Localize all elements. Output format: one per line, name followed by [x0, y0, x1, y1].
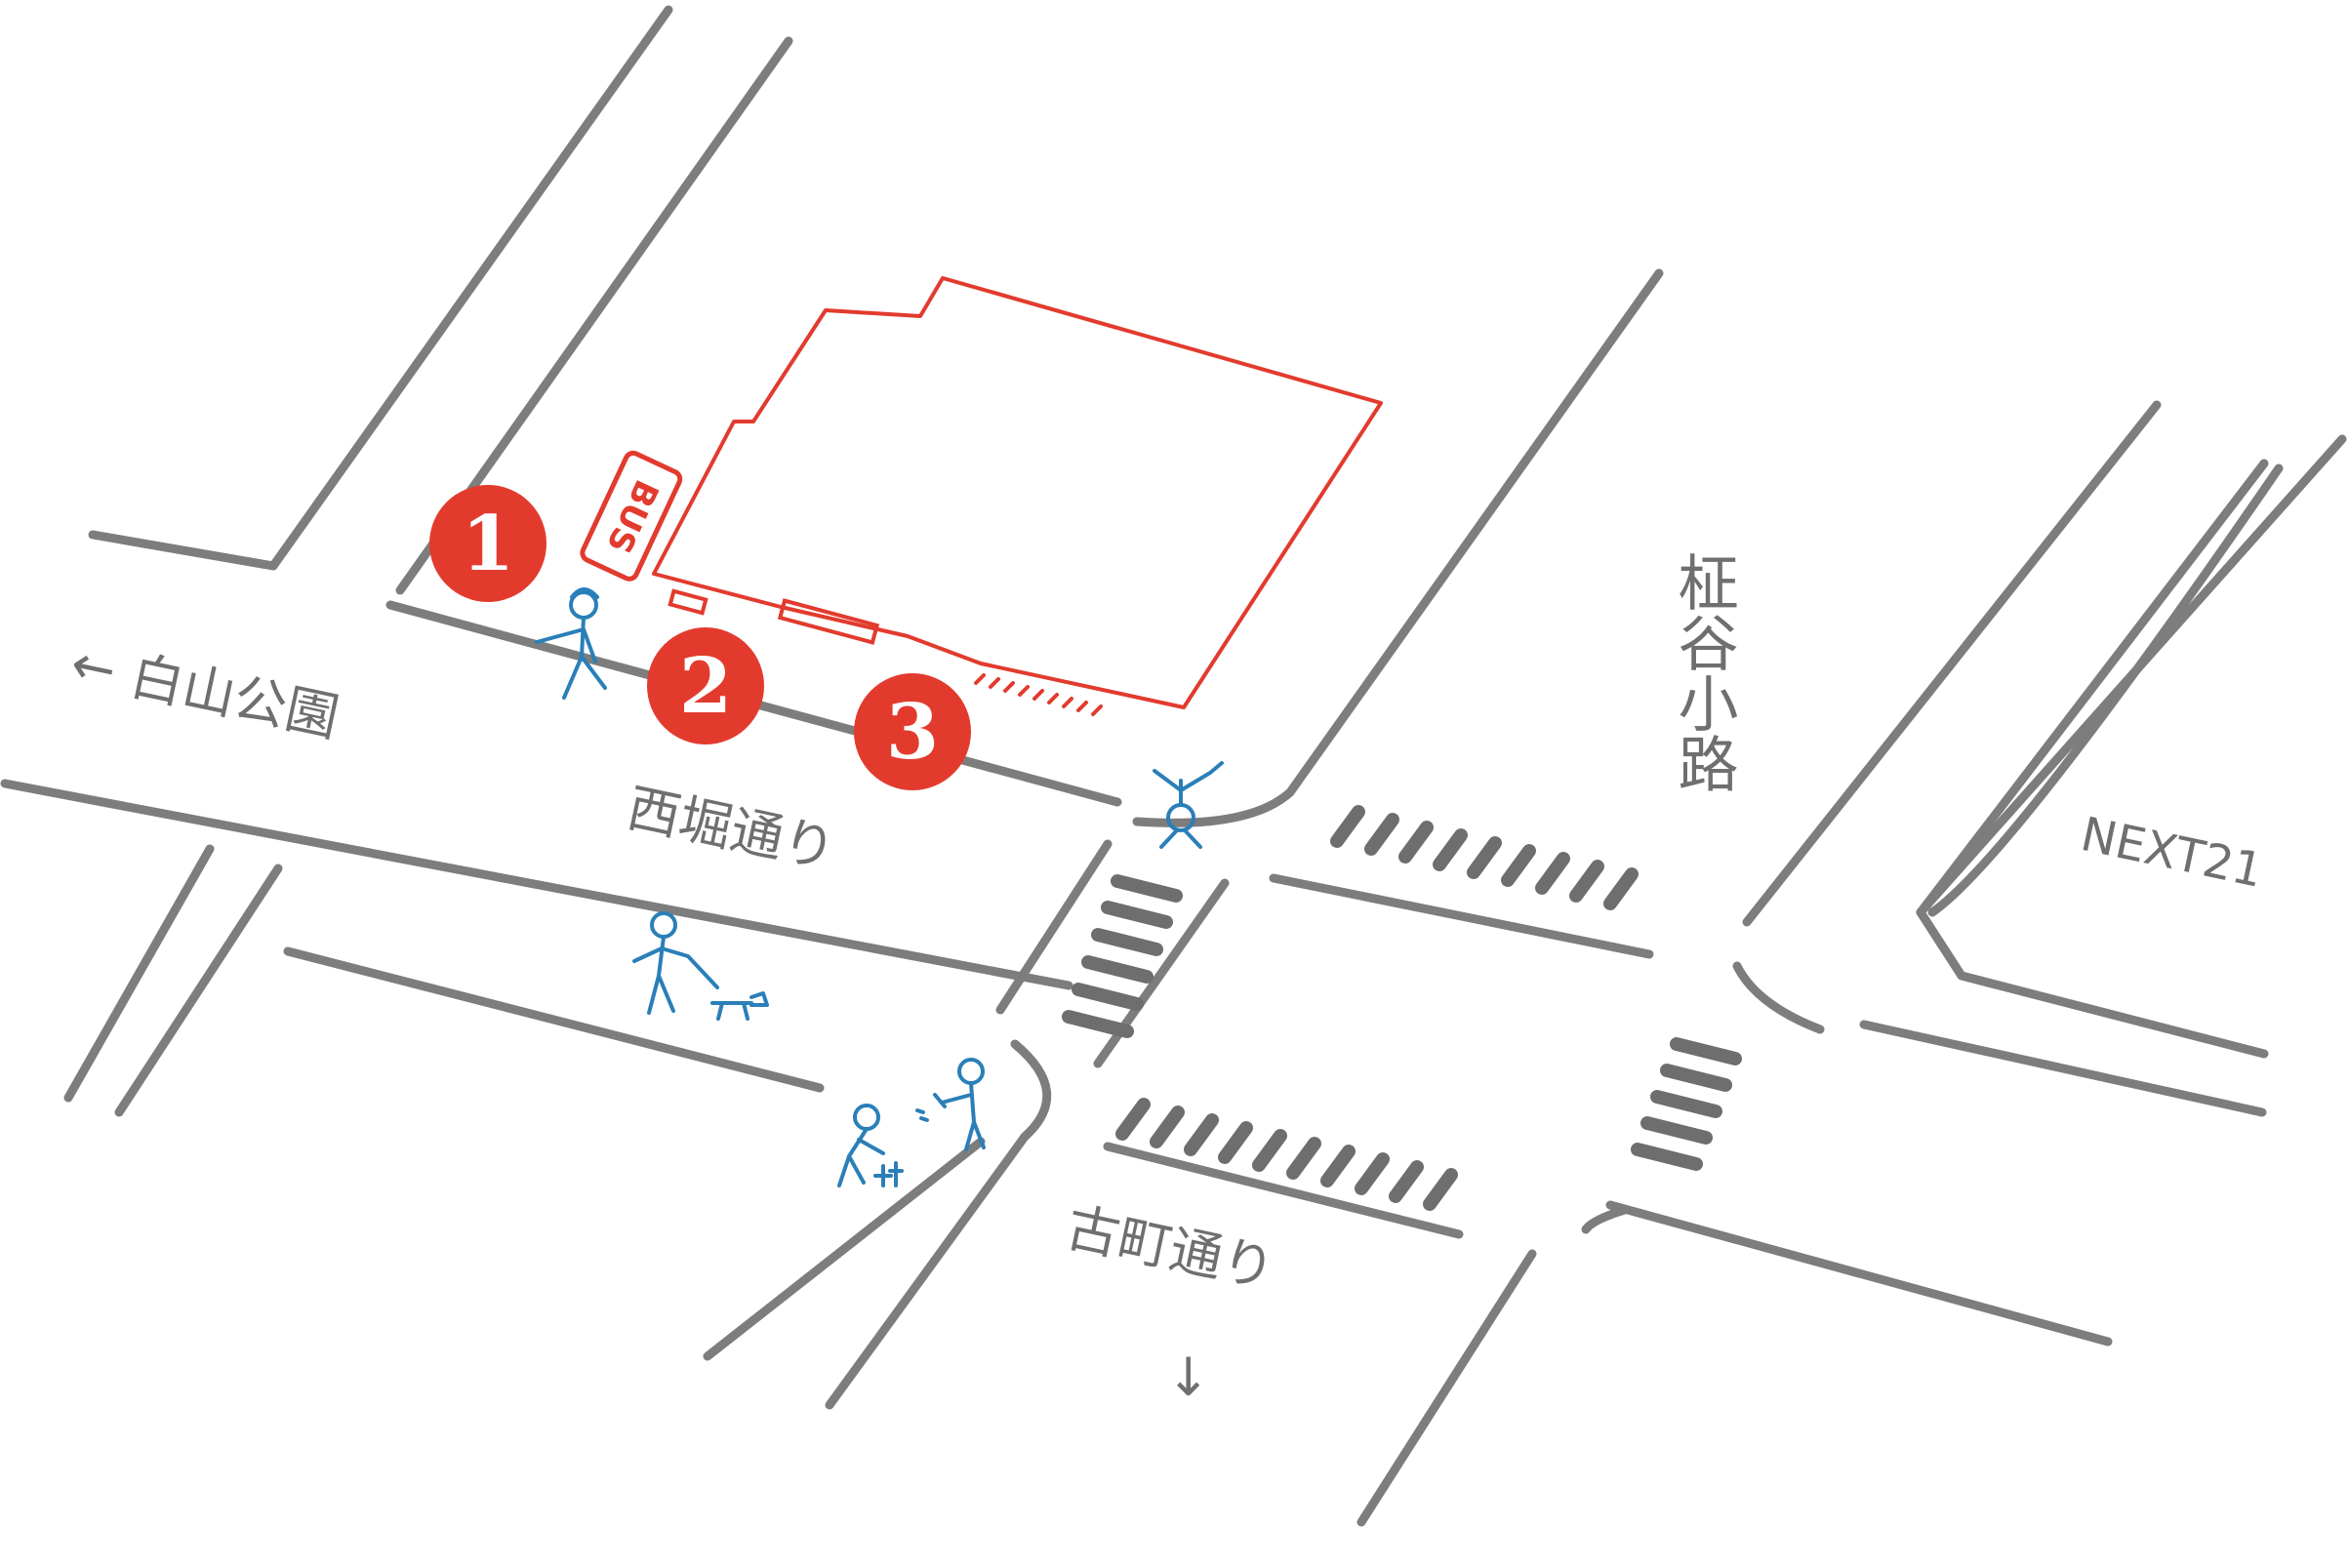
- road-edge: [1916, 459, 2269, 917]
- street-label-kaki-koji: 柾谷小路: [1668, 551, 1739, 793]
- marker-3[interactable]: 3: [854, 673, 971, 790]
- road-edge: [1285, 268, 1664, 797]
- street-label-nishibori-dori: 西堀通り: [622, 777, 840, 881]
- road-edge: [825, 1132, 1030, 1410]
- street-label-hakusan-koen: ← 白山公園: [65, 632, 344, 749]
- road-edge: [1132, 787, 1295, 827]
- road-edge: [1581, 1205, 1630, 1234]
- street-label-kaki-koji-vertical: 柾谷小路: [1668, 551, 1739, 793]
- road-edge: [1103, 1142, 1464, 1239]
- road-edge: [703, 1137, 986, 1361]
- marker-3-number: 3: [886, 688, 939, 777]
- road-network: [0, 5, 2347, 1527]
- road-edge: [268, 5, 673, 571]
- crosswalk-right-upper: [1330, 805, 1639, 910]
- building-label-next21: NEXT21: [2077, 807, 2268, 899]
- waterer-icon: [915, 1058, 986, 1151]
- road-edge: [1010, 1039, 1052, 1142]
- marker-1[interactable]: 1: [429, 485, 547, 602]
- road-edge: [114, 864, 283, 1117]
- cartwheel-person-icon: [1153, 761, 1224, 849]
- road-edge: [1742, 400, 2162, 927]
- street-label-furumachi-dori: 古町通り: [1061, 1196, 1279, 1301]
- dog-walker-icon: [632, 911, 769, 1021]
- furumachi-direction-arrow: ↓: [1166, 1347, 1210, 1408]
- road-edge: [88, 530, 278, 571]
- road-edge: [1859, 1020, 2267, 1117]
- parking-hatching: [974, 673, 1103, 716]
- crosswalk-vertical-right: [1631, 1037, 1742, 1171]
- road-edge: [1927, 463, 2284, 917]
- gardener-icon: [837, 1104, 904, 1187]
- road-edge: [995, 839, 1113, 1015]
- crosswalk-lower-middle: [1115, 1098, 1458, 1211]
- crosswalk-vertical-left: [1062, 874, 1183, 1038]
- road-edge: [1356, 1249, 1537, 1527]
- destination-building: [652, 276, 1383, 716]
- road-edge: [1269, 873, 1654, 959]
- entrance-mark-1: [668, 588, 708, 616]
- marker-2-number: 2: [679, 642, 732, 731]
- road-edge: [0, 779, 1073, 990]
- entrance-mark-2: [777, 598, 880, 645]
- road-edge: [63, 844, 215, 1103]
- marker-2[interactable]: 2: [647, 627, 764, 744]
- marker-1-number: 1: [462, 500, 514, 588]
- road-edge: [283, 946, 825, 1093]
- road-edge: [1732, 961, 1825, 1034]
- road-edge: [1605, 1200, 2113, 1347]
- road-edge: [1916, 434, 2347, 1059]
- bus-stop-sign: BUS: [580, 450, 683, 582]
- pedestrian-icon: [535, 587, 607, 700]
